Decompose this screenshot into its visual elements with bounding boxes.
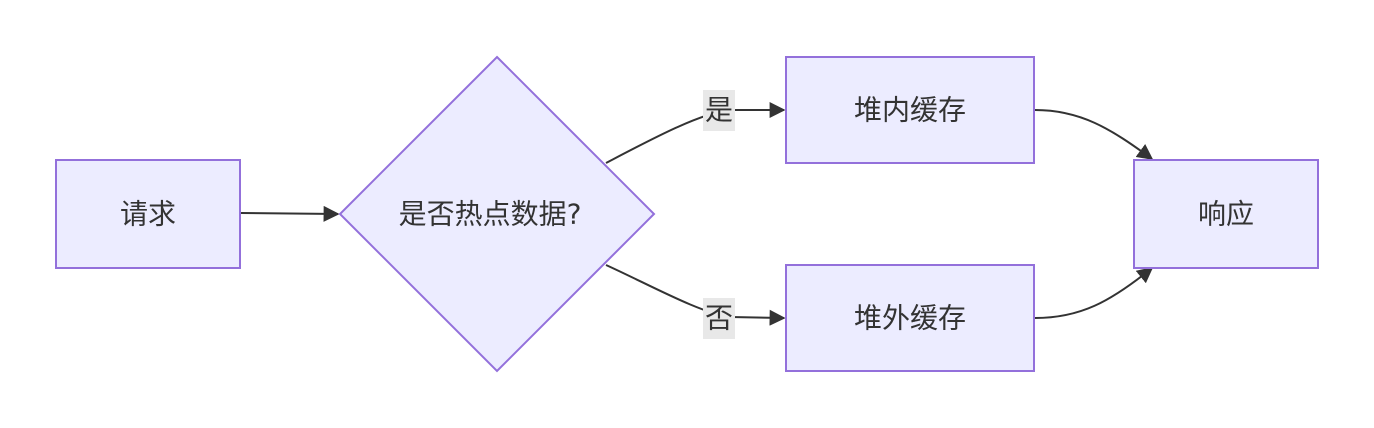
node-heap-cache-label: 堆内缓存 [854, 94, 966, 127]
edge-offheap-cache-to-response [1034, 266, 1154, 319]
edge-label-no: 否 [703, 298, 735, 339]
node-offheap-cache-label: 堆外缓存 [854, 302, 966, 335]
node-offheap-cache: 堆外缓存 [785, 264, 1035, 372]
node-heap-cache: 堆内缓存 [785, 56, 1035, 164]
edge-heap-cache-to-response [1034, 109, 1154, 160]
node-request: 请求 [55, 159, 241, 269]
edge-request-to-decision [240, 205, 340, 222]
edge-label-no-text: 否 [705, 302, 733, 335]
edge-label-yes-text: 是 [705, 94, 733, 127]
edge-decision-to-offheap-cache [605, 264, 786, 326]
node-decision-label: 是否热点数据? [399, 198, 582, 231]
node-request-label: 请求 [120, 198, 176, 231]
node-response-label: 响应 [1198, 198, 1254, 231]
edge-label-yes: 是 [703, 90, 735, 131]
node-decision: 是否热点数据? [338, 55, 656, 373]
node-response: 响应 [1133, 159, 1319, 269]
edge-decision-to-heap-cache [605, 102, 786, 164]
